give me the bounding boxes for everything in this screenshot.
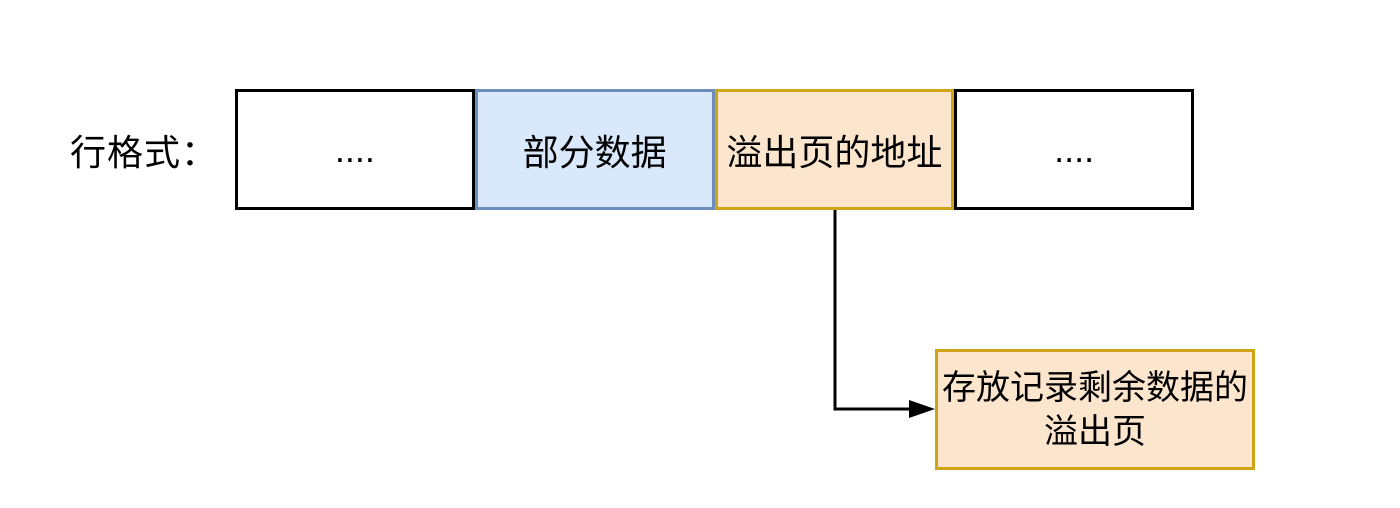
arrow-head — [909, 400, 935, 418]
overflow-page-box: 存放记录剩余数据的 溢出页 — [935, 349, 1255, 470]
row-cell-partial-data: 部分数据 — [474, 89, 715, 210]
arrow-line — [833, 210, 911, 411]
row-format-bar: .... 部分数据 溢出页的地址 .... — [235, 89, 1194, 210]
row-cell-ellipsis-right: .... — [954, 89, 1194, 210]
row-cell-ellipsis-left: .... — [235, 89, 475, 210]
row-format-label: 行格式： — [70, 131, 219, 173]
row-cell-overflow-address: 溢出页的地址 — [714, 89, 955, 210]
